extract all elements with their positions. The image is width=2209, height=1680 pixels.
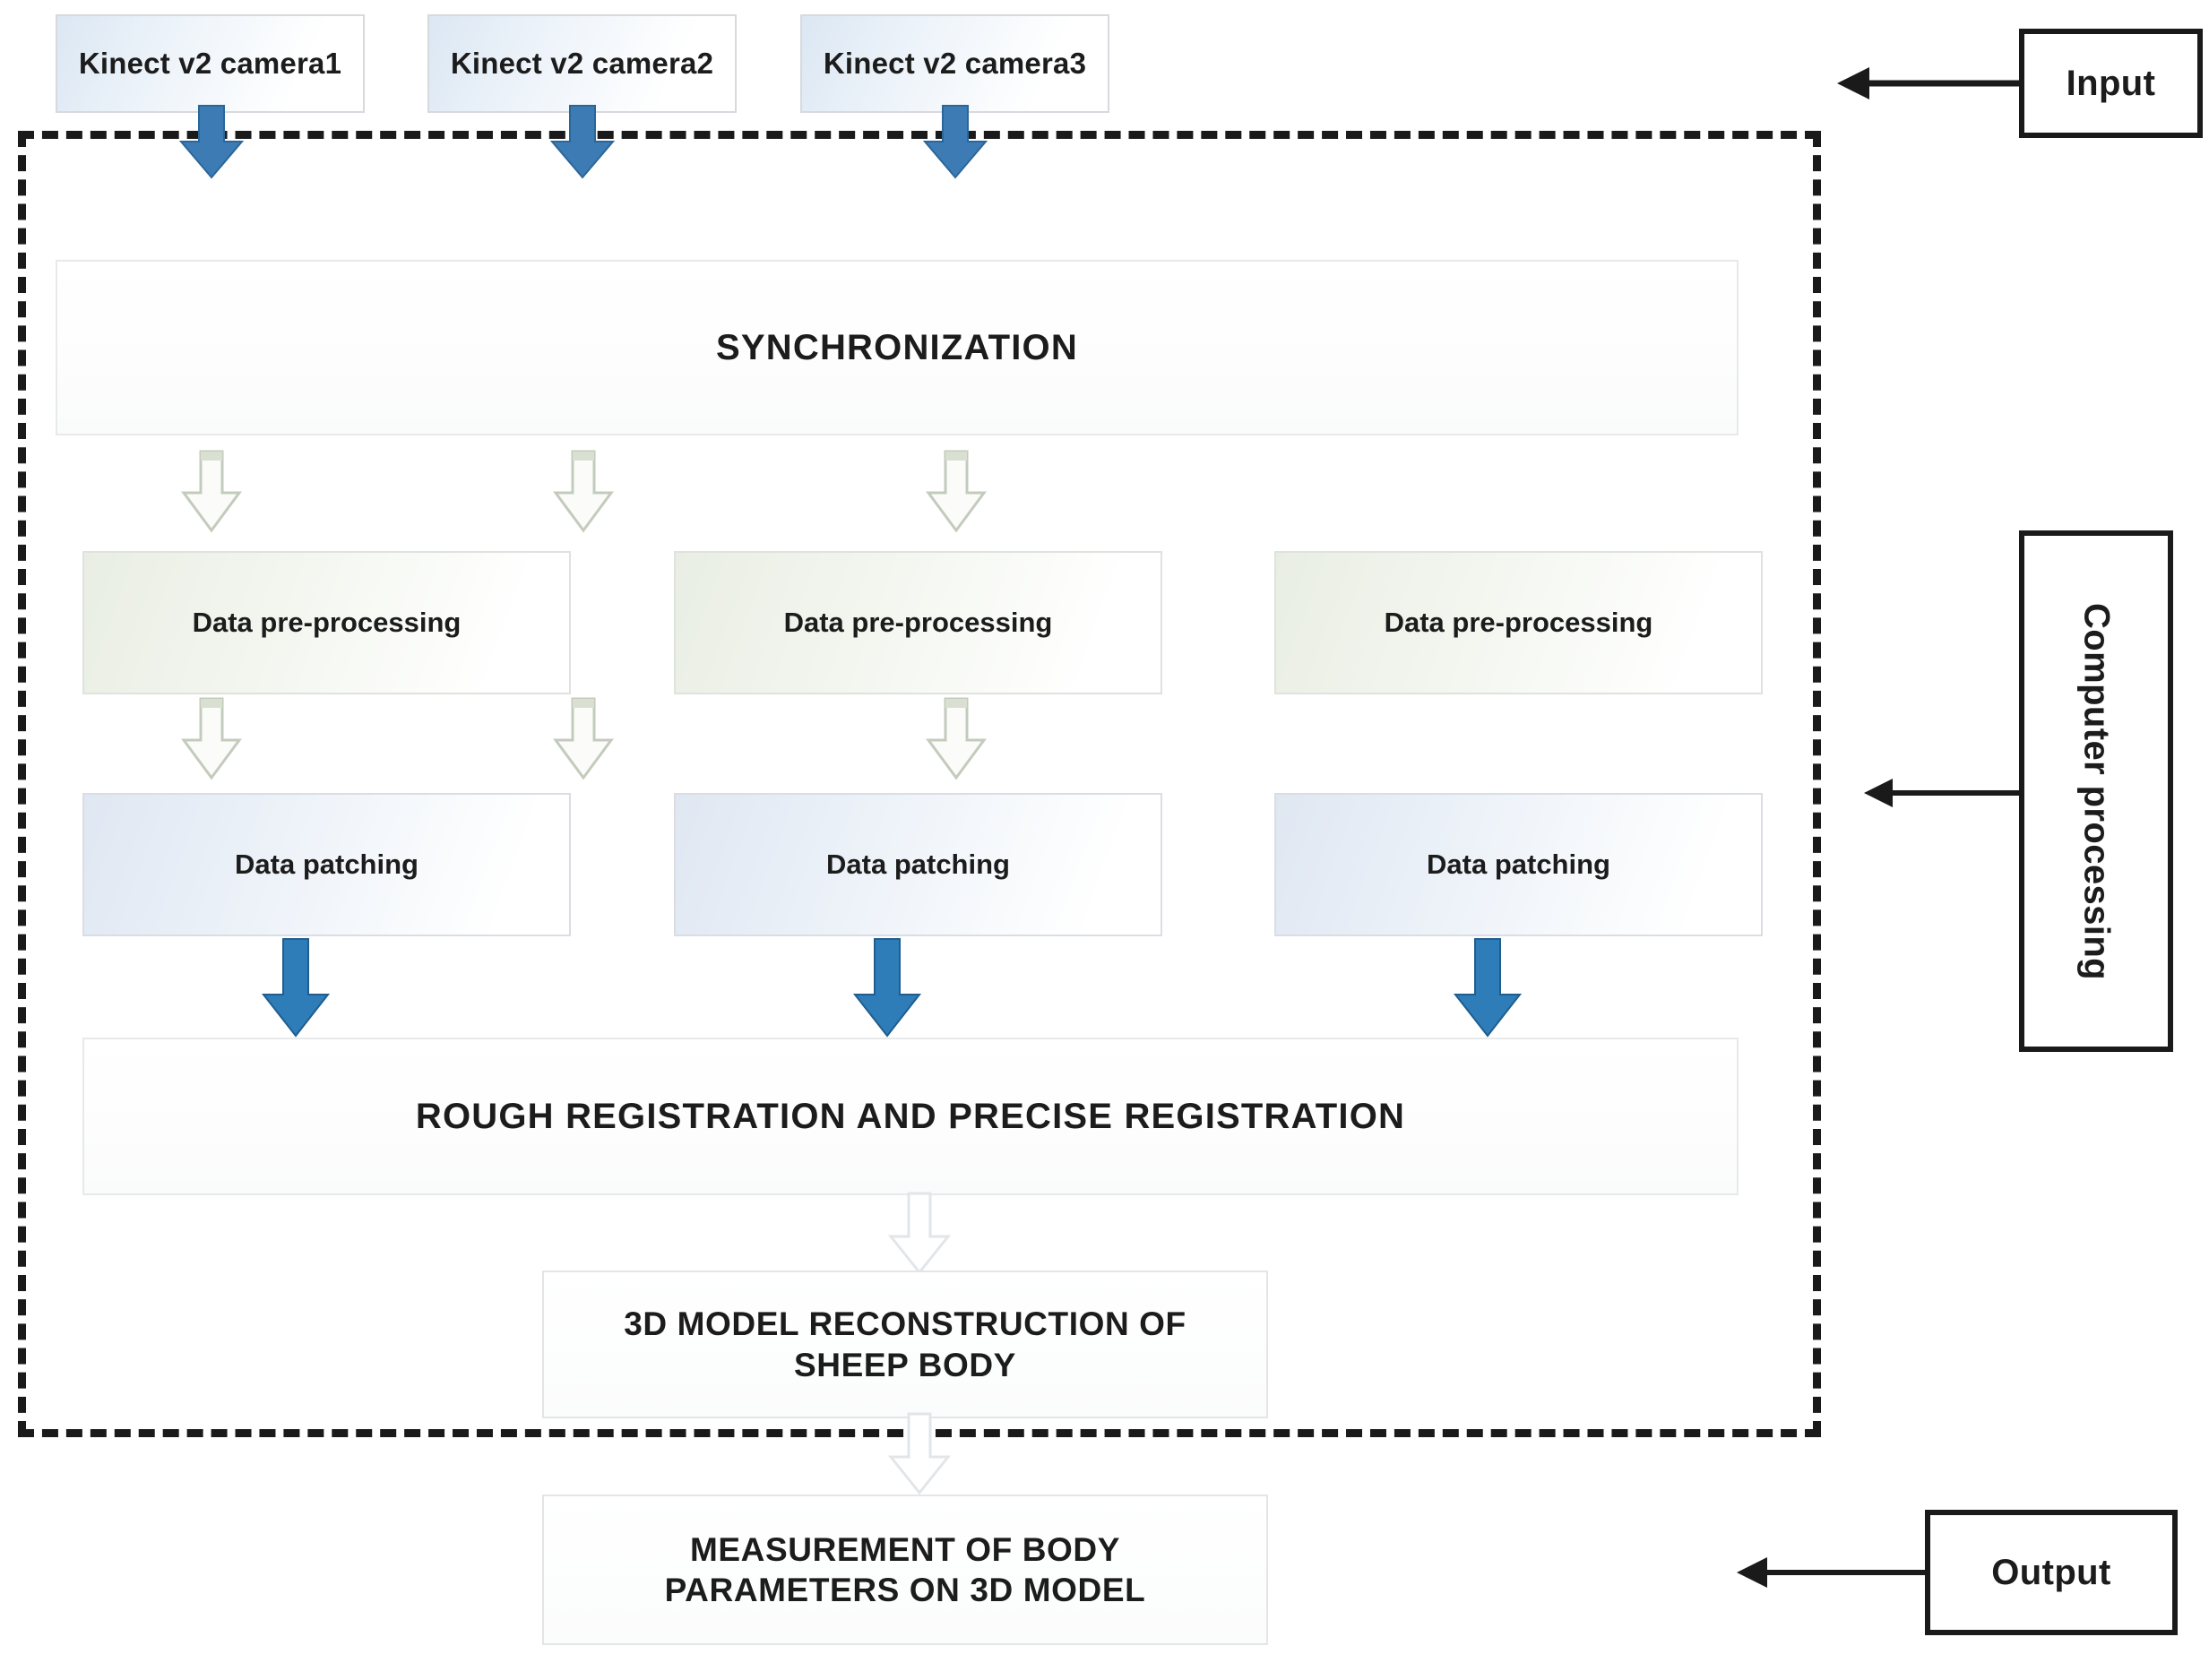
reconstruction-line1: 3D MODEL RECONSTRUCTION OF [624, 1305, 1186, 1343]
camera3-label: Kinect v2 camera3 [823, 46, 1087, 80]
arrow-preprocessing-to-patching-2 [550, 697, 617, 781]
arrow-camera2-to-sync [547, 105, 618, 179]
patching-2-label: Data patching [826, 849, 1010, 881]
arrow-sync-to-preprocessing-2 [550, 450, 617, 534]
input-node-camera3[interactable]: Kinect v2 camera3 [800, 14, 1109, 113]
arrow-preprocessing-to-patching-3 [923, 697, 989, 781]
leader-arrow-output [1737, 1555, 1929, 1590]
input-node-camera2[interactable]: Kinect v2 camera2 [427, 14, 737, 113]
side-label-input[interactable]: Input [2019, 29, 2203, 138]
arrow-camera1-to-sync [176, 105, 247, 179]
output-label: Output [1991, 1552, 2111, 1592]
registration-label: ROUGH REGISTRATION AND PRECISE REGISTRAT… [415, 1096, 1406, 1136]
leader-arrow-input [1837, 65, 2022, 102]
stage-patching-1[interactable]: Data patching [82, 793, 571, 936]
stage-synchronization[interactable]: SYNCHRONIZATION [56, 260, 1739, 435]
stage-preprocessing-2[interactable]: Data pre-processing [674, 551, 1162, 694]
arrow-registration-to-reconstruction [885, 1192, 953, 1276]
arrow-patching-to-registration-1 [258, 938, 333, 1039]
arrow-sync-to-preprocessing-3 [923, 450, 989, 534]
patching-3-label: Data patching [1427, 849, 1610, 881]
stage-registration[interactable]: ROUGH REGISTRATION AND PRECISE REGISTRAT… [82, 1038, 1739, 1195]
measurement-line1: MEASUREMENT OF BODY [689, 1530, 1121, 1568]
preprocessing-1-label: Data pre-processing [192, 607, 462, 639]
patching-1-label: Data patching [235, 849, 419, 881]
side-label-computer-processing[interactable]: Computer processing [2019, 530, 2173, 1052]
stage-preprocessing-3[interactable]: Data pre-processing [1274, 551, 1763, 694]
stage-patching-3[interactable]: Data patching [1274, 793, 1763, 936]
reconstruction-line2: SHEEP BODY [794, 1346, 1016, 1383]
leader-arrow-computer-processing [1864, 775, 2022, 811]
measurement-line2: PARAMETERS ON 3D MODEL [664, 1572, 1146, 1608]
synchronization-label: SYNCHRONIZATION [716, 327, 1078, 367]
arrow-camera3-to-sync [919, 105, 991, 179]
input-node-camera1[interactable]: Kinect v2 camera1 [56, 14, 365, 113]
arrow-reconstruction-to-measurement [885, 1412, 953, 1496]
stage-preprocessing-1[interactable]: Data pre-processing [82, 551, 571, 694]
camera1-label: Kinect v2 camera1 [78, 46, 342, 80]
side-label-output[interactable]: Output [1925, 1510, 2178, 1635]
computer-processing-label: Computer processing [2076, 602, 2117, 980]
stage-3d-reconstruction[interactable]: 3D MODEL RECONSTRUCTION OF SHEEP BODY [542, 1271, 1268, 1418]
arrow-preprocessing-to-patching-1 [178, 697, 245, 781]
preprocessing-2-label: Data pre-processing [783, 607, 1053, 639]
arrow-patching-to-registration-2 [850, 938, 925, 1039]
arrow-sync-to-preprocessing-1 [178, 450, 245, 534]
arrow-patching-to-registration-3 [1450, 938, 1525, 1039]
camera2-label: Kinect v2 camera2 [450, 46, 714, 80]
input-label: Input [2066, 63, 2156, 103]
stage-patching-2[interactable]: Data patching [674, 793, 1162, 936]
stage-measurement[interactable]: MEASUREMENT OF BODY PARAMETERS ON 3D MOD… [542, 1495, 1268, 1645]
preprocessing-3-label: Data pre-processing [1384, 607, 1653, 639]
